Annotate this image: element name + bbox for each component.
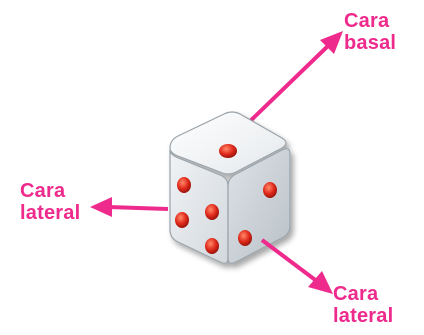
label-cara-lateral-left-line1: Cara (20, 180, 80, 202)
pip-top (219, 144, 237, 158)
label-cara-basal: Cara basal (344, 10, 396, 54)
pip-left-3 (175, 212, 189, 228)
label-cara-basal-line1: Cara (344, 10, 396, 32)
arrow-lateral-bottom (262, 240, 333, 294)
label-cara-lateral-left: Cara lateral (20, 180, 80, 224)
pip-left-1 (177, 177, 191, 193)
arrow-basal (243, 31, 343, 128)
pip-right-2 (238, 230, 252, 246)
pip-left-4 (205, 238, 219, 254)
label-cara-lateral-bottom: Cara lateral (333, 283, 393, 327)
label-cara-basal-line2: basal (344, 32, 396, 54)
pip-right-1 (263, 182, 277, 198)
label-cara-lateral-bottom-line2: lateral (333, 305, 393, 327)
label-cara-lateral-left-line2: lateral (20, 202, 80, 224)
label-cara-lateral-bottom-line1: Cara (333, 283, 393, 305)
arrow-lateral-left (90, 197, 168, 217)
pip-left-2 (205, 204, 219, 220)
